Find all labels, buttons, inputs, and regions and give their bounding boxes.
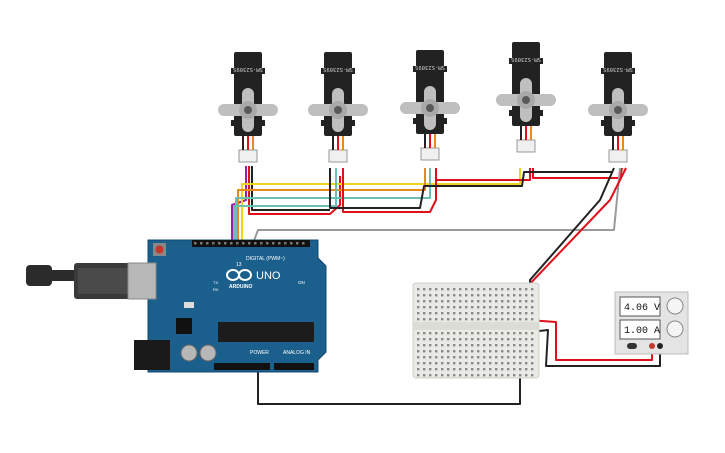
servo2-power-wire — [342, 168, 437, 213]
power-label: POWER — [250, 350, 269, 356]
regulator-chip — [176, 318, 192, 334]
current-knob[interactable] — [666, 320, 684, 338]
board-brand: ARDUINO — [229, 284, 252, 290]
servo-model-label: SM-S2309S — [511, 56, 541, 62]
negative-terminal — [657, 343, 663, 349]
board-model: UNO — [256, 270, 281, 282]
servo-model-label: SM-S2309S — [415, 64, 445, 70]
servo5-ground-to-breadboard — [529, 167, 615, 330]
supply-positive-wire — [527, 319, 653, 361]
servo-connector — [238, 149, 258, 163]
power-switch[interactable] — [627, 343, 637, 349]
servo-model-label: SM-S2309S — [323, 66, 353, 72]
servo-group: SM-S2309S SM-S2309S SM-S2309S SM-S2309S SM-S… — [218, 42, 648, 163]
digital-label: DIGITAL (PWM~) — [246, 256, 285, 262]
arduino-logo — [226, 269, 252, 281]
arduino-uno-board[interactable]: DIGITAL (PWM~) 13 UNO ARDUINO ON TX RX P… — [26, 239, 327, 373]
voltage-display — [619, 296, 661, 317]
current-readout: 1.00 A — [624, 326, 660, 337]
voltage-knob[interactable] — [666, 297, 684, 315]
servo-motor[interactable]: SM-S2309S — [400, 50, 460, 161]
servo-motor[interactable]: SM-S2309S — [588, 52, 648, 163]
breadboard[interactable] — [412, 282, 540, 379]
servo2-signal-wire — [233, 168, 337, 246]
servo-connector — [328, 149, 348, 163]
power-header — [214, 363, 270, 370]
servo-model-label: SM-S2309S — [603, 66, 633, 72]
servo3-signal-wire — [237, 168, 426, 246]
servo-ground-bus — [329, 168, 612, 209]
servo-motor[interactable]: SM-S2309S — [218, 52, 278, 163]
servo-motor[interactable]: SM-S2309S — [308, 52, 368, 163]
pin13-gray-wire — [251, 167, 621, 247]
voltage-readout: 4.06 V — [624, 303, 660, 314]
servo1-ground-wire — [251, 166, 330, 211]
servo-model-label: SM-S2309S — [233, 66, 263, 72]
breadboard-holes — [417, 288, 534, 377]
servo4-signal-wire — [235, 168, 431, 246]
servo-connector — [420, 147, 440, 161]
servo-motor[interactable]: SM-S2309S — [496, 42, 556, 153]
supply-negative-wire — [529, 329, 661, 367]
digital-header — [192, 240, 310, 247]
tx-label: TX — [213, 280, 218, 285]
power-supply[interactable]: 4.06 V 1.00 A — [614, 291, 689, 355]
analog-header — [274, 363, 314, 370]
servo5-signal-wire — [241, 168, 521, 246]
capacitor — [180, 344, 198, 362]
dc-jack — [134, 340, 170, 370]
on-label: ON — [298, 280, 305, 285]
servo3-power-wire — [436, 168, 531, 181]
current-display — [619, 319, 661, 340]
usb-jack — [127, 262, 157, 300]
positive-terminal — [649, 343, 655, 349]
usb-plug — [26, 265, 52, 286]
capacitor — [199, 344, 217, 362]
pin-label-13: 13 — [236, 262, 242, 268]
atmega-chip — [218, 322, 314, 342]
servo-connector — [608, 149, 628, 163]
servo-connector — [516, 139, 536, 153]
rx-label: RX — [213, 287, 219, 292]
analog-label: ANALOG IN — [283, 350, 311, 356]
